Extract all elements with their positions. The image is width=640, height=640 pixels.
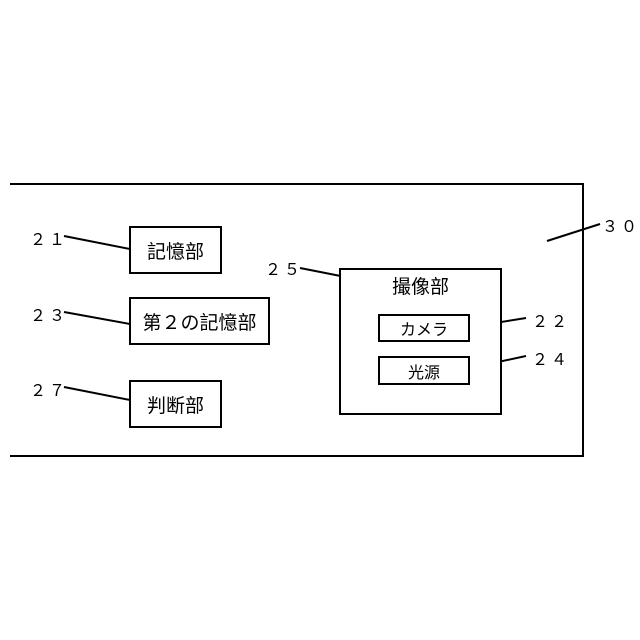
ref-24: ２４ <box>532 346 570 370</box>
imaging-unit-label: 撮像部 <box>341 272 500 299</box>
camera-box: カメラ <box>378 314 470 342</box>
judgment-unit-box: 判断部 <box>129 380 222 428</box>
second-storage-unit-label: 第２の記憶部 <box>142 308 256 335</box>
light-source-box: 光源 <box>378 356 470 385</box>
leader-line-23 <box>64 312 130 324</box>
leader-line-21 <box>64 236 130 249</box>
ref-22: ２２ <box>532 308 570 332</box>
storage-unit-box: 記憶部 <box>129 226 222 274</box>
ref-30: ３０ <box>602 213 640 237</box>
ref-27: ２７ <box>30 377 68 401</box>
ref-21: ２１ <box>30 226 68 250</box>
light-source-label: 光源 <box>408 359 440 383</box>
second-storage-unit-box: 第２の記憶部 <box>129 297 270 345</box>
ref-23: ２３ <box>30 302 68 326</box>
ref-25: ２５ <box>265 256 303 280</box>
storage-unit-label: 記憶部 <box>147 237 204 264</box>
leader-line-30 <box>547 224 600 241</box>
leader-line-27 <box>64 387 130 400</box>
judgment-unit-label: 判断部 <box>147 391 204 418</box>
camera-label: カメラ <box>400 316 448 340</box>
